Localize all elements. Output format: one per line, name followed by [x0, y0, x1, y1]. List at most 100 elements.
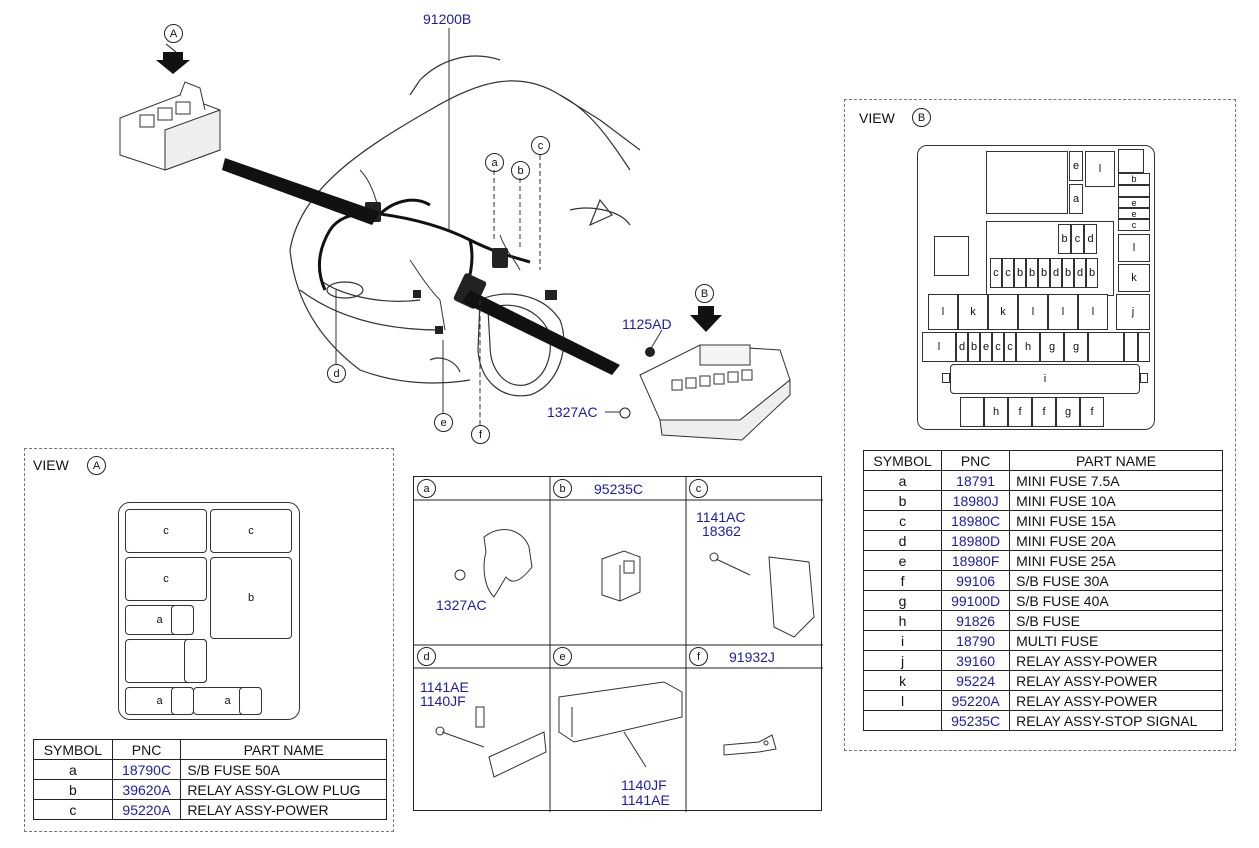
- column-header: PNC: [941, 450, 1011, 471]
- detail-c-part-2: 18362: [702, 523, 741, 539]
- part-name-cell: RELAY ASSY-POWER: [1009, 650, 1223, 671]
- mini-b-5: b: [1086, 258, 1098, 288]
- view-b-title: VIEW: [859, 110, 895, 126]
- slot-c-1: c: [125, 509, 207, 553]
- detail-b-letter: b: [553, 479, 572, 498]
- detail-c-part-1: 1141AC: [696, 509, 746, 525]
- slot-d: d: [1084, 224, 1097, 254]
- part-name-cell: RELAY ASSY-POWER: [180, 799, 387, 820]
- slot-e-3: e: [1118, 208, 1150, 219]
- detail-e-part-2: 1141AE: [621, 792, 670, 808]
- view-a-fuse-box: c c c b a a a: [118, 502, 300, 720]
- pnc-cell: 18790: [941, 630, 1011, 651]
- fuse-blank-1: [1088, 332, 1124, 362]
- fuse-i: i: [950, 364, 1140, 394]
- slot-b: b: [210, 557, 292, 639]
- detail-grid-lines: [414, 477, 823, 812]
- pnc-cell: 18791: [941, 470, 1011, 491]
- callout-f: f: [471, 425, 490, 444]
- part-name-cell: S/B FUSE 30A: [1009, 570, 1223, 591]
- table-row: c 95220A RELAY ASSY-POWER: [33, 799, 387, 820]
- pnc-cell: 95220A: [941, 690, 1011, 711]
- slot-a-2-tab: [171, 687, 194, 715]
- fuse-e: e: [980, 332, 992, 362]
- slot-c-3: c: [125, 557, 207, 601]
- part-name-cell: S/B FUSE 40A: [1009, 590, 1223, 611]
- table-row: b 39620A RELAY ASSY-GLOW PLUG: [33, 779, 387, 800]
- slot-k: k: [1118, 264, 1150, 292]
- callout-a: a: [485, 153, 504, 172]
- slot-l-2: l: [1118, 234, 1150, 262]
- part-name-cell: MINI FUSE 15A: [1009, 510, 1223, 531]
- mini-b-4: b: [1062, 258, 1074, 288]
- column-header: PART NAME: [1009, 450, 1223, 471]
- view-a-title: VIEW: [33, 457, 69, 473]
- symbol-cell: [862, 710, 943, 731]
- symbol-cell: f: [862, 570, 943, 591]
- fuse-h-2: h: [984, 397, 1008, 427]
- symbol-cell: a: [862, 470, 943, 491]
- fuse-c-1: c: [992, 332, 1004, 362]
- slot-b-2: b: [1058, 224, 1071, 254]
- column-header: PNC: [111, 739, 182, 760]
- slot-b: b: [1118, 173, 1150, 185]
- slot-a-3-tab: [239, 687, 262, 715]
- mini-c-2: c: [1002, 258, 1014, 288]
- symbol-cell: a: [33, 759, 113, 780]
- pnc-cell: 91826: [941, 610, 1011, 631]
- part-number-1125AD: 1125AD: [622, 316, 672, 332]
- symbol-cell: i: [862, 630, 943, 651]
- view-b-letter: B: [912, 108, 931, 127]
- symbol-cell: l: [862, 690, 943, 711]
- pnc-cell: 99100D: [941, 590, 1011, 611]
- part-name-cell: MINI FUSE 25A: [1009, 550, 1223, 571]
- symbol-cell: g: [862, 590, 943, 611]
- slot-c-2: c: [210, 509, 292, 553]
- detail-f-pnc: 91932J: [729, 649, 775, 665]
- view-b-panel: VIEW B e a l b e e c b c d l k c c b b b…: [844, 99, 1236, 751]
- detail-c-letter: c: [689, 479, 708, 498]
- arrow-label-b: B: [695, 284, 714, 303]
- symbol-cell: c: [33, 799, 113, 820]
- relay-l-2: l: [1018, 294, 1048, 330]
- part-name-cell: MINI FUSE 20A: [1009, 530, 1223, 551]
- pnc-cell: 18980J: [941, 490, 1011, 511]
- part-name-cell: RELAY ASSY-POWER: [1009, 670, 1223, 691]
- fuse-tab-right: [1140, 373, 1148, 383]
- slot-blank: [1118, 185, 1150, 197]
- fuse-c-2: c: [1004, 332, 1016, 362]
- mini-d-2: d: [1074, 258, 1086, 288]
- symbol-cell: h: [862, 610, 943, 631]
- table-row: a 18790C S/B FUSE 50A: [33, 759, 387, 780]
- mini-b-3: b: [1038, 258, 1050, 288]
- symbol-cell: d: [862, 530, 943, 551]
- detail-e-letter: e: [553, 647, 572, 666]
- pnc-cell: 39620A: [111, 779, 182, 800]
- mini-b-2: b: [1026, 258, 1038, 288]
- callout-e: e: [434, 413, 453, 432]
- part-name-cell: S/B FUSE: [1009, 610, 1223, 631]
- column-header: PART NAME: [180, 739, 387, 760]
- relay-l-3: l: [1048, 294, 1078, 330]
- relay-l-5: l: [922, 332, 956, 362]
- part-name-cell: RELAY ASSY-GLOW PLUG: [180, 779, 387, 800]
- pnc-cell: 18790C: [111, 759, 182, 780]
- column-header: SYMBOL: [862, 450, 943, 471]
- detail-d-part-2: 1140JF: [420, 693, 466, 709]
- column-header: SYMBOL: [33, 739, 113, 760]
- part-number-1327AC: 1327AC: [547, 404, 598, 420]
- symbol-cell: e: [862, 550, 943, 571]
- slot-e-2: e: [1118, 197, 1150, 208]
- block-top-left: [986, 151, 1068, 214]
- part-name-cell: S/B FUSE 50A: [180, 759, 387, 780]
- detail-f-letter: f: [689, 647, 708, 666]
